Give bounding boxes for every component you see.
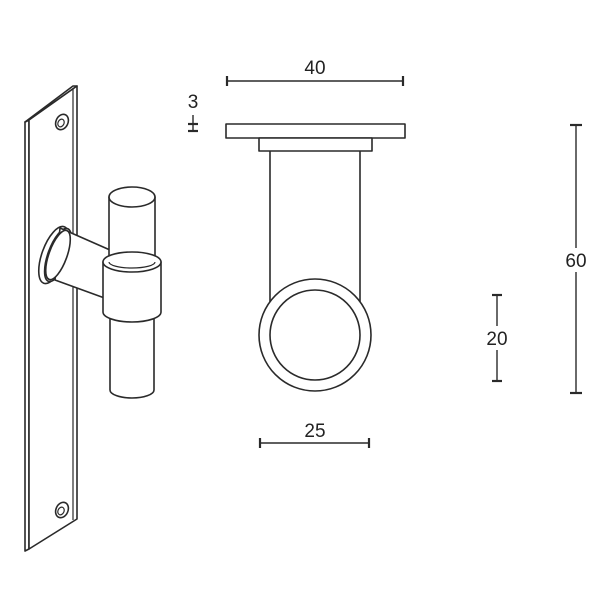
screw-hole-bottom bbox=[54, 501, 70, 519]
handle-neck bbox=[37, 225, 111, 301]
dimension-label-25: 25 bbox=[304, 421, 325, 442]
side-view bbox=[225, 123, 406, 392]
dimension-bar-diameter: 25 bbox=[258, 421, 371, 448]
dimension-label-40: 40 bbox=[304, 58, 325, 79]
dimension-rose-thickness: 3 bbox=[188, 92, 199, 133]
backplate bbox=[24, 85, 78, 552]
dimension-ring-height: 20 bbox=[486, 293, 508, 383]
screw-hole-top bbox=[54, 113, 70, 131]
handle-bar bbox=[102, 186, 162, 399]
dimension-label-3: 3 bbox=[188, 92, 199, 113]
rose-step bbox=[258, 137, 373, 152]
rose-plate bbox=[225, 123, 406, 139]
dimension-label-20: 20 bbox=[486, 329, 507, 350]
dimension-total-projection: 60 bbox=[565, 123, 587, 395]
dimension-label-60: 60 bbox=[565, 251, 586, 272]
dimension-rose-width: 40 bbox=[225, 58, 405, 86]
bar-inner-ring bbox=[269, 289, 361, 381]
